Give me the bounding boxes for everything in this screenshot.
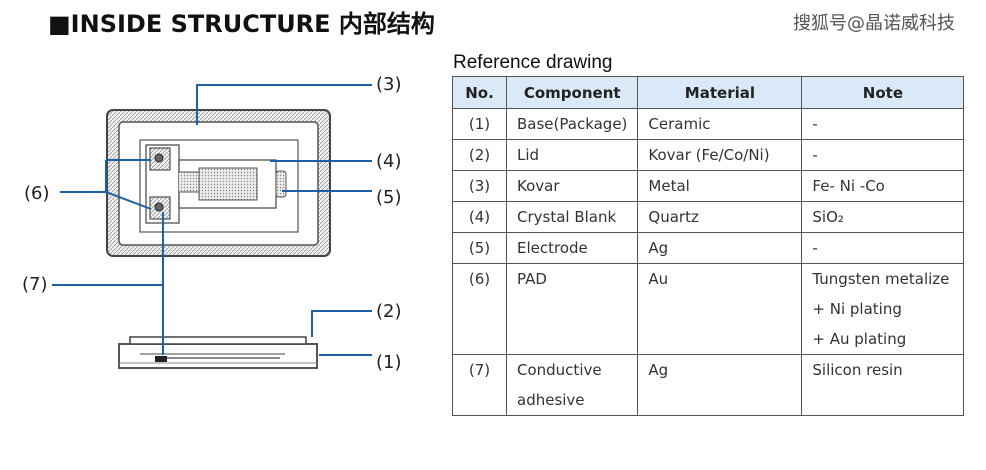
- cell-material: Kovar (Fe/Co/Ni): [637, 139, 803, 171]
- cell-component: Kovar: [505, 170, 639, 202]
- cell-no: (5): [452, 232, 507, 264]
- table-row: (7) Conductive adhesive Ag Silicon resin: [452, 354, 965, 416]
- callout-4: (4): [376, 151, 402, 172]
- material-line: Au: [648, 270, 669, 288]
- table-row: (2) Lid Kovar (Fe/Co/Ni) -: [452, 139, 965, 171]
- note-line: -: [812, 146, 818, 164]
- callout-5: (5): [376, 187, 402, 208]
- cell-note: Fe- Ni -Co: [801, 170, 965, 202]
- cell-material: Ag: [637, 354, 803, 416]
- component-line: PAD: [517, 270, 547, 288]
- component-line: Base(Package): [517, 115, 628, 133]
- material-line: Quartz: [648, 208, 699, 226]
- reference-table: No. Component Material Note (1) Base(Pack…: [452, 76, 965, 416]
- note-line: + Ni plating: [812, 300, 902, 318]
- cell-component: Electrode: [505, 232, 639, 264]
- note-line: SiO₂: [812, 208, 844, 226]
- note-line: Fe- Ni -Co: [812, 177, 885, 195]
- component-line: Lid: [517, 146, 540, 164]
- page-title: ■INSIDE STRUCTURE 内部结构: [48, 10, 435, 38]
- cell-material: Au: [637, 263, 803, 355]
- column-header-no: No.: [452, 76, 507, 109]
- table-row: (6) PAD Au Tungsten metalize + Ni plating + A…: [452, 263, 965, 355]
- cell-note: SiO₂: [801, 201, 965, 233]
- column-header-note: Note: [801, 76, 965, 109]
- callout-3: (3): [376, 74, 402, 95]
- callout-7: (7): [22, 274, 48, 295]
- column-header-material: Material: [637, 76, 803, 109]
- table-row: (3) Kovar Metal Fe- Ni -Co: [452, 170, 965, 202]
- crystal-blank: [178, 159, 287, 209]
- cell-no: (4): [452, 201, 507, 233]
- cell-note: -: [801, 139, 965, 171]
- material-line: Metal: [648, 177, 690, 195]
- material-line: Ceramic: [648, 115, 711, 133]
- component-line: Electrode: [517, 239, 588, 257]
- cell-component: Crystal Blank: [505, 201, 639, 233]
- component-line: adhesive: [517, 391, 585, 409]
- note-line: Silicon resin: [812, 361, 903, 379]
- component-line: Crystal Blank: [517, 208, 617, 226]
- note-line: -: [812, 115, 818, 133]
- note-line: + Au plating: [812, 330, 907, 348]
- callout-6: (6): [24, 183, 50, 204]
- cell-note: Tungsten metalize + Ni plating + Au platin…: [801, 263, 965, 355]
- table-row: (1) Base(Package) Ceramic -: [452, 108, 965, 140]
- cell-component: PAD: [505, 263, 639, 355]
- cell-material: Ceramic: [637, 108, 803, 140]
- cell-no: (1): [452, 108, 507, 140]
- cell-no: (2): [452, 139, 507, 171]
- table-body: (1) Base(Package) Ceramic - (2) Lid Kovar (Fe/…: [452, 108, 965, 416]
- cell-component: Base(Package): [505, 108, 639, 140]
- cell-no: (3): [452, 170, 507, 202]
- cell-note: -: [801, 232, 965, 264]
- component-line: Conductive: [517, 361, 602, 379]
- cell-no: (6): [452, 263, 507, 355]
- inside-structure-diagram: (3) (4) (5) (6) (7) (2) (1): [22, 74, 402, 373]
- pad-and-clip: [145, 144, 180, 224]
- cell-material: Metal: [637, 170, 803, 202]
- table-header-row: No. Component Material Note: [452, 76, 965, 109]
- watermark: 搜狐号@晶诺威科技: [793, 13, 955, 34]
- material-line: Kovar (Fe/Co/Ni): [648, 146, 770, 164]
- material-line: Ag: [648, 361, 669, 379]
- table-row: (5) Electrode Ag -: [452, 232, 965, 264]
- cell-component: Lid: [505, 139, 639, 171]
- leader-lines: [52, 84, 372, 356]
- callout-1: (1): [376, 352, 402, 373]
- component-line: Kovar: [517, 177, 560, 195]
- note-line: Tungsten metalize: [812, 270, 950, 288]
- note-line: -: [812, 239, 818, 257]
- cell-material: Quartz: [637, 201, 803, 233]
- package-side-view: [118, 336, 318, 369]
- column-header-component: Component: [505, 76, 639, 109]
- cell-component: Conductive adhesive: [505, 354, 639, 416]
- cell-no: (7): [452, 354, 507, 416]
- reference-caption: Reference drawing: [453, 52, 613, 73]
- callout-2: (2): [376, 301, 402, 322]
- table-row: (4) Crystal Blank Quartz SiO₂: [452, 201, 965, 233]
- cell-note: Silicon resin: [801, 354, 965, 416]
- material-line: Ag: [648, 239, 669, 257]
- cell-material: Ag: [637, 232, 803, 264]
- cell-note: -: [801, 108, 965, 140]
